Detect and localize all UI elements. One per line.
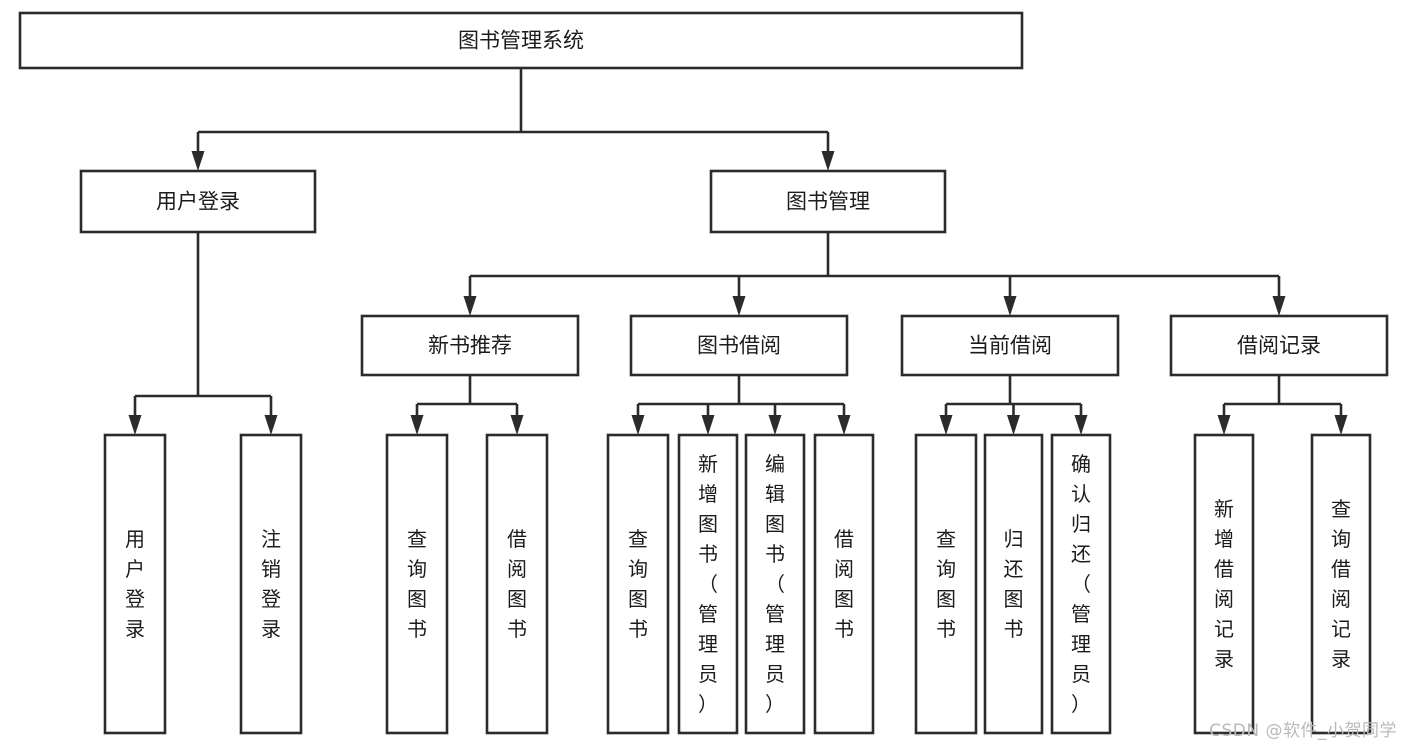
arrow-head-book-borrow (732, 296, 746, 316)
node-label-borrow-record: 借阅记录 (1237, 334, 1321, 358)
node-leaf-query-book-borrow[interactable]: 查询图书 (606, 433, 670, 735)
node-leaf-add-record[interactable]: 新增借阅记录 (1193, 433, 1255, 735)
node-current-borrow[interactable]: 当前借阅 (900, 314, 1120, 377)
node-leaf-edit-book[interactable]: 编辑图书（管理员） (744, 433, 806, 735)
node-label-leaf-logout: 注销登录 (261, 527, 281, 641)
node-leaf-borrow-book[interactable]: 借阅图书 (813, 433, 875, 735)
node-box-current-borrow (900, 314, 1120, 377)
node-box-leaf-user-login (103, 433, 167, 735)
node-user-login[interactable]: 用户登录 (79, 169, 317, 234)
node-label-book-borrow: 图书借阅 (697, 334, 781, 358)
node-box-user-login (79, 169, 317, 234)
arrow-head-leaf-add-book (701, 415, 715, 435)
node-label-leaf-query-book-rec: 查询图书 (407, 527, 427, 641)
arrow-head-leaf-edit-book (768, 415, 782, 435)
node-box-borrow-record (1169, 314, 1389, 377)
node-box-leaf-borrow-book (813, 433, 875, 735)
node-leaf-query-book-current[interactable]: 查询图书 (914, 433, 978, 735)
node-label-leaf-edit-book: 编辑图书（管理员） (765, 452, 785, 716)
connectors-layer (128, 68, 1348, 435)
node-label-leaf-query-record: 查询借阅记录 (1331, 497, 1351, 671)
arrow-head-leaf-add-record (1217, 415, 1231, 435)
node-label-leaf-user-login: 用户登录 (125, 527, 145, 641)
arrow-head-leaf-confirm-return (1074, 415, 1088, 435)
node-box-leaf-return-book (983, 433, 1044, 735)
node-leaf-logout[interactable]: 注销登录 (239, 433, 303, 735)
node-label-leaf-borrow-book: 借阅图书 (834, 527, 854, 641)
arrow-head-new-book-recommend (463, 296, 477, 316)
node-label-leaf-add-book: 新增图书（管理员） (698, 452, 718, 716)
arrow-head-borrow-record (1272, 296, 1286, 316)
node-label-leaf-borrow-book-rec: 借阅图书 (507, 527, 527, 641)
node-box-leaf-query-record (1310, 433, 1372, 735)
node-book-manage[interactable]: 图书管理 (709, 169, 947, 234)
node-label-leaf-add-record: 新增借阅记录 (1214, 497, 1234, 671)
node-box-book-borrow (629, 314, 849, 377)
node-label-book-manage: 图书管理 (786, 190, 870, 214)
node-label-root: 图书管理系统 (458, 29, 584, 53)
node-label-user-login: 用户登录 (156, 190, 240, 214)
node-box-new-book-recommend (360, 314, 580, 377)
arrow-head-leaf-return-book (1007, 415, 1020, 435)
node-box-leaf-confirm-return (1050, 433, 1112, 735)
node-leaf-query-record[interactable]: 查询借阅记录 (1310, 433, 1372, 735)
node-leaf-user-login[interactable]: 用户登录 (103, 433, 167, 735)
arrow-head-leaf-user-login (128, 415, 142, 435)
arrow-head-leaf-query-book-rec (410, 415, 424, 435)
node-label-leaf-query-book-borrow: 查询图书 (628, 527, 648, 641)
node-box-leaf-query-book-rec (385, 433, 449, 735)
node-label-leaf-return-book: 归还图书 (1004, 527, 1024, 641)
node-root[interactable]: 图书管理系统 (18, 11, 1024, 70)
nodes-layer: 图书管理系统用户登录图书管理新书推荐图书借阅当前借阅借阅记录用户登录注销登录查询… (18, 11, 1389, 735)
arrow-head-leaf-logout (264, 415, 278, 435)
node-leaf-add-book[interactable]: 新增图书（管理员） (677, 433, 739, 735)
arrow-head-current-borrow (1003, 296, 1017, 316)
arrow-head-user-login (191, 151, 205, 171)
node-box-leaf-query-book-current (914, 433, 978, 735)
node-box-leaf-add-record (1193, 433, 1255, 735)
node-book-borrow[interactable]: 图书借阅 (629, 314, 849, 377)
node-borrow-record[interactable]: 借阅记录 (1169, 314, 1389, 377)
arrow-head-leaf-query-book-borrow (631, 415, 645, 435)
node-box-leaf-borrow-book-rec (485, 433, 549, 735)
arrow-head-leaf-borrow-book (837, 415, 851, 435)
node-label-current-borrow: 当前借阅 (968, 334, 1052, 358)
node-box-root (18, 11, 1024, 70)
arrow-head-leaf-query-book-current (939, 415, 953, 435)
arrow-head-book-manage (821, 151, 835, 171)
node-new-book-recommend[interactable]: 新书推荐 (360, 314, 580, 377)
node-label-leaf-confirm-return: 确认归还（管理员） (1071, 452, 1091, 716)
node-label-leaf-query-book-current: 查询图书 (936, 527, 956, 641)
node-leaf-borrow-book-rec[interactable]: 借阅图书 (485, 433, 549, 735)
node-label-new-book-recommend: 新书推荐 (428, 334, 512, 358)
arrow-head-leaf-borrow-book-rec (510, 415, 524, 435)
node-box-leaf-query-book-borrow (606, 433, 670, 735)
arrow-head-leaf-query-record (1334, 415, 1348, 435)
node-leaf-query-book-rec[interactable]: 查询图书 (385, 433, 449, 735)
node-box-leaf-logout (239, 433, 303, 735)
node-leaf-return-book[interactable]: 归还图书 (983, 433, 1044, 735)
node-box-leaf-edit-book (744, 433, 806, 735)
node-box-book-manage (709, 169, 947, 234)
node-box-leaf-add-book (677, 433, 739, 735)
csdn-watermark: CSDN @软件_小贺同学 (1209, 721, 1397, 741)
node-leaf-confirm-return[interactable]: 确认归还（管理员） (1050, 433, 1112, 735)
